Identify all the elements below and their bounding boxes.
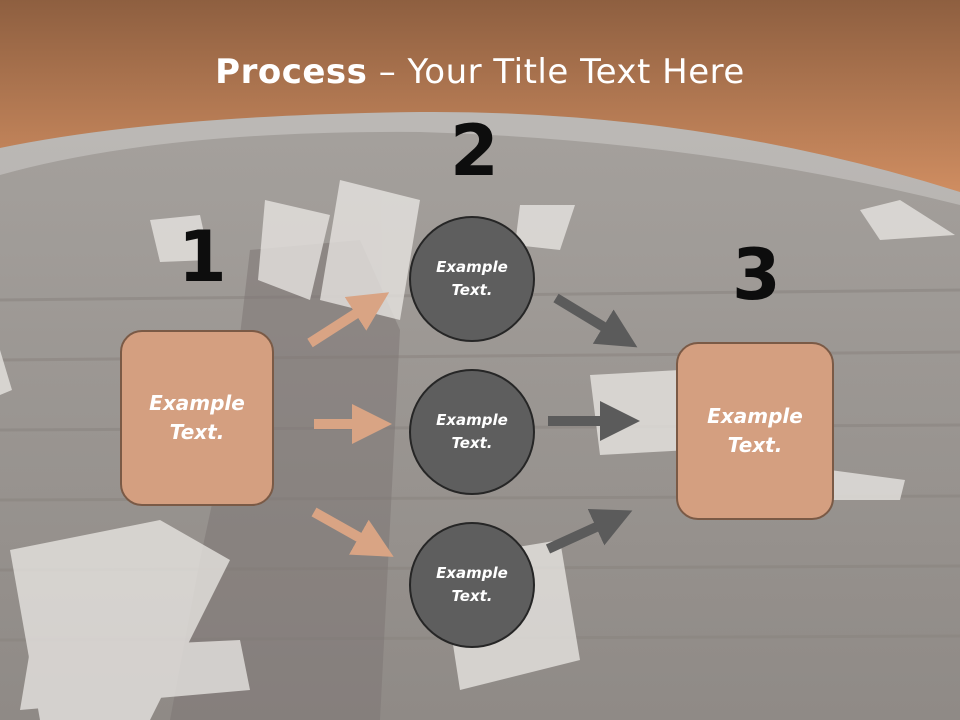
step-2-number: 2	[450, 110, 499, 192]
step-3-number: 3	[732, 234, 781, 316]
arrow-box1-to-circle-bottom	[311, 507, 394, 557]
arrow-box1-to-circle-top	[307, 292, 390, 348]
arrow-circle-bottom-to-box3	[545, 508, 633, 554]
step-1-number: 1	[178, 216, 227, 298]
slide-title: Process – Your Title Text Here	[215, 52, 745, 92]
arrow-circle-top-to-box3	[553, 293, 638, 348]
